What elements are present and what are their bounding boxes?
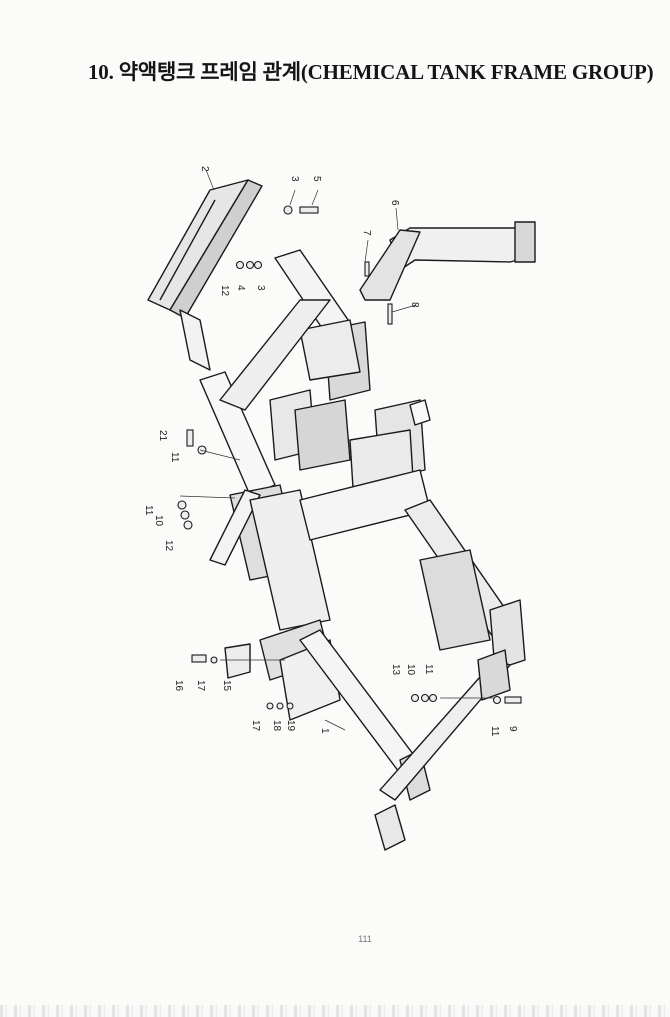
- callout-11d: 11: [489, 726, 500, 737]
- callout-4: 4: [235, 285, 246, 291]
- callout-15: 15: [221, 680, 232, 692]
- callout-3a: 3: [289, 176, 300, 182]
- small-bracket: [224, 643, 251, 679]
- callouts: 2 3 5 6 7 12 4 3 8 21 11 11 10 12 16 17 …: [143, 166, 518, 737]
- page-title: 10. 약액탱크 프레임 관계(CHEMICAL TANK FRAME GROU…: [88, 60, 654, 84]
- callout-17b: 17: [250, 720, 261, 732]
- callout-10a: 10: [153, 515, 164, 527]
- callout-13: 13: [390, 664, 401, 676]
- callout-6: 6: [389, 200, 400, 206]
- callout-18: 18: [271, 720, 282, 732]
- callout-1: 1: [319, 728, 330, 734]
- callout-8: 8: [409, 302, 420, 308]
- callout-12a: 12: [219, 285, 230, 297]
- lower-frame: [299, 629, 511, 851]
- upper-frame: [199, 249, 526, 721]
- leader-lines: [179, 169, 495, 731]
- callout-9: 9: [507, 726, 518, 732]
- callout-21: 21: [157, 430, 168, 442]
- callout-2: 2: [199, 166, 210, 172]
- callout-11c: 11: [423, 664, 434, 675]
- callout-11a: 11: [169, 452, 180, 463]
- tank-handle: [359, 221, 536, 301]
- callout-10b: 10: [405, 664, 416, 676]
- fasteners: [177, 205, 522, 710]
- callout-3b: 3: [255, 285, 266, 291]
- callout-7: 7: [361, 230, 372, 236]
- callout-12b: 12: [163, 540, 174, 552]
- callout-5: 5: [311, 176, 322, 182]
- page-number: 111: [358, 934, 372, 944]
- scan-edge-strip: [0, 1005, 670, 1017]
- callout-16: 16: [173, 680, 184, 692]
- callout-17a: 17: [195, 680, 206, 692]
- cover-panel: [147, 179, 263, 371]
- callout-19: 19: [285, 720, 296, 732]
- callout-11b: 11: [143, 505, 154, 516]
